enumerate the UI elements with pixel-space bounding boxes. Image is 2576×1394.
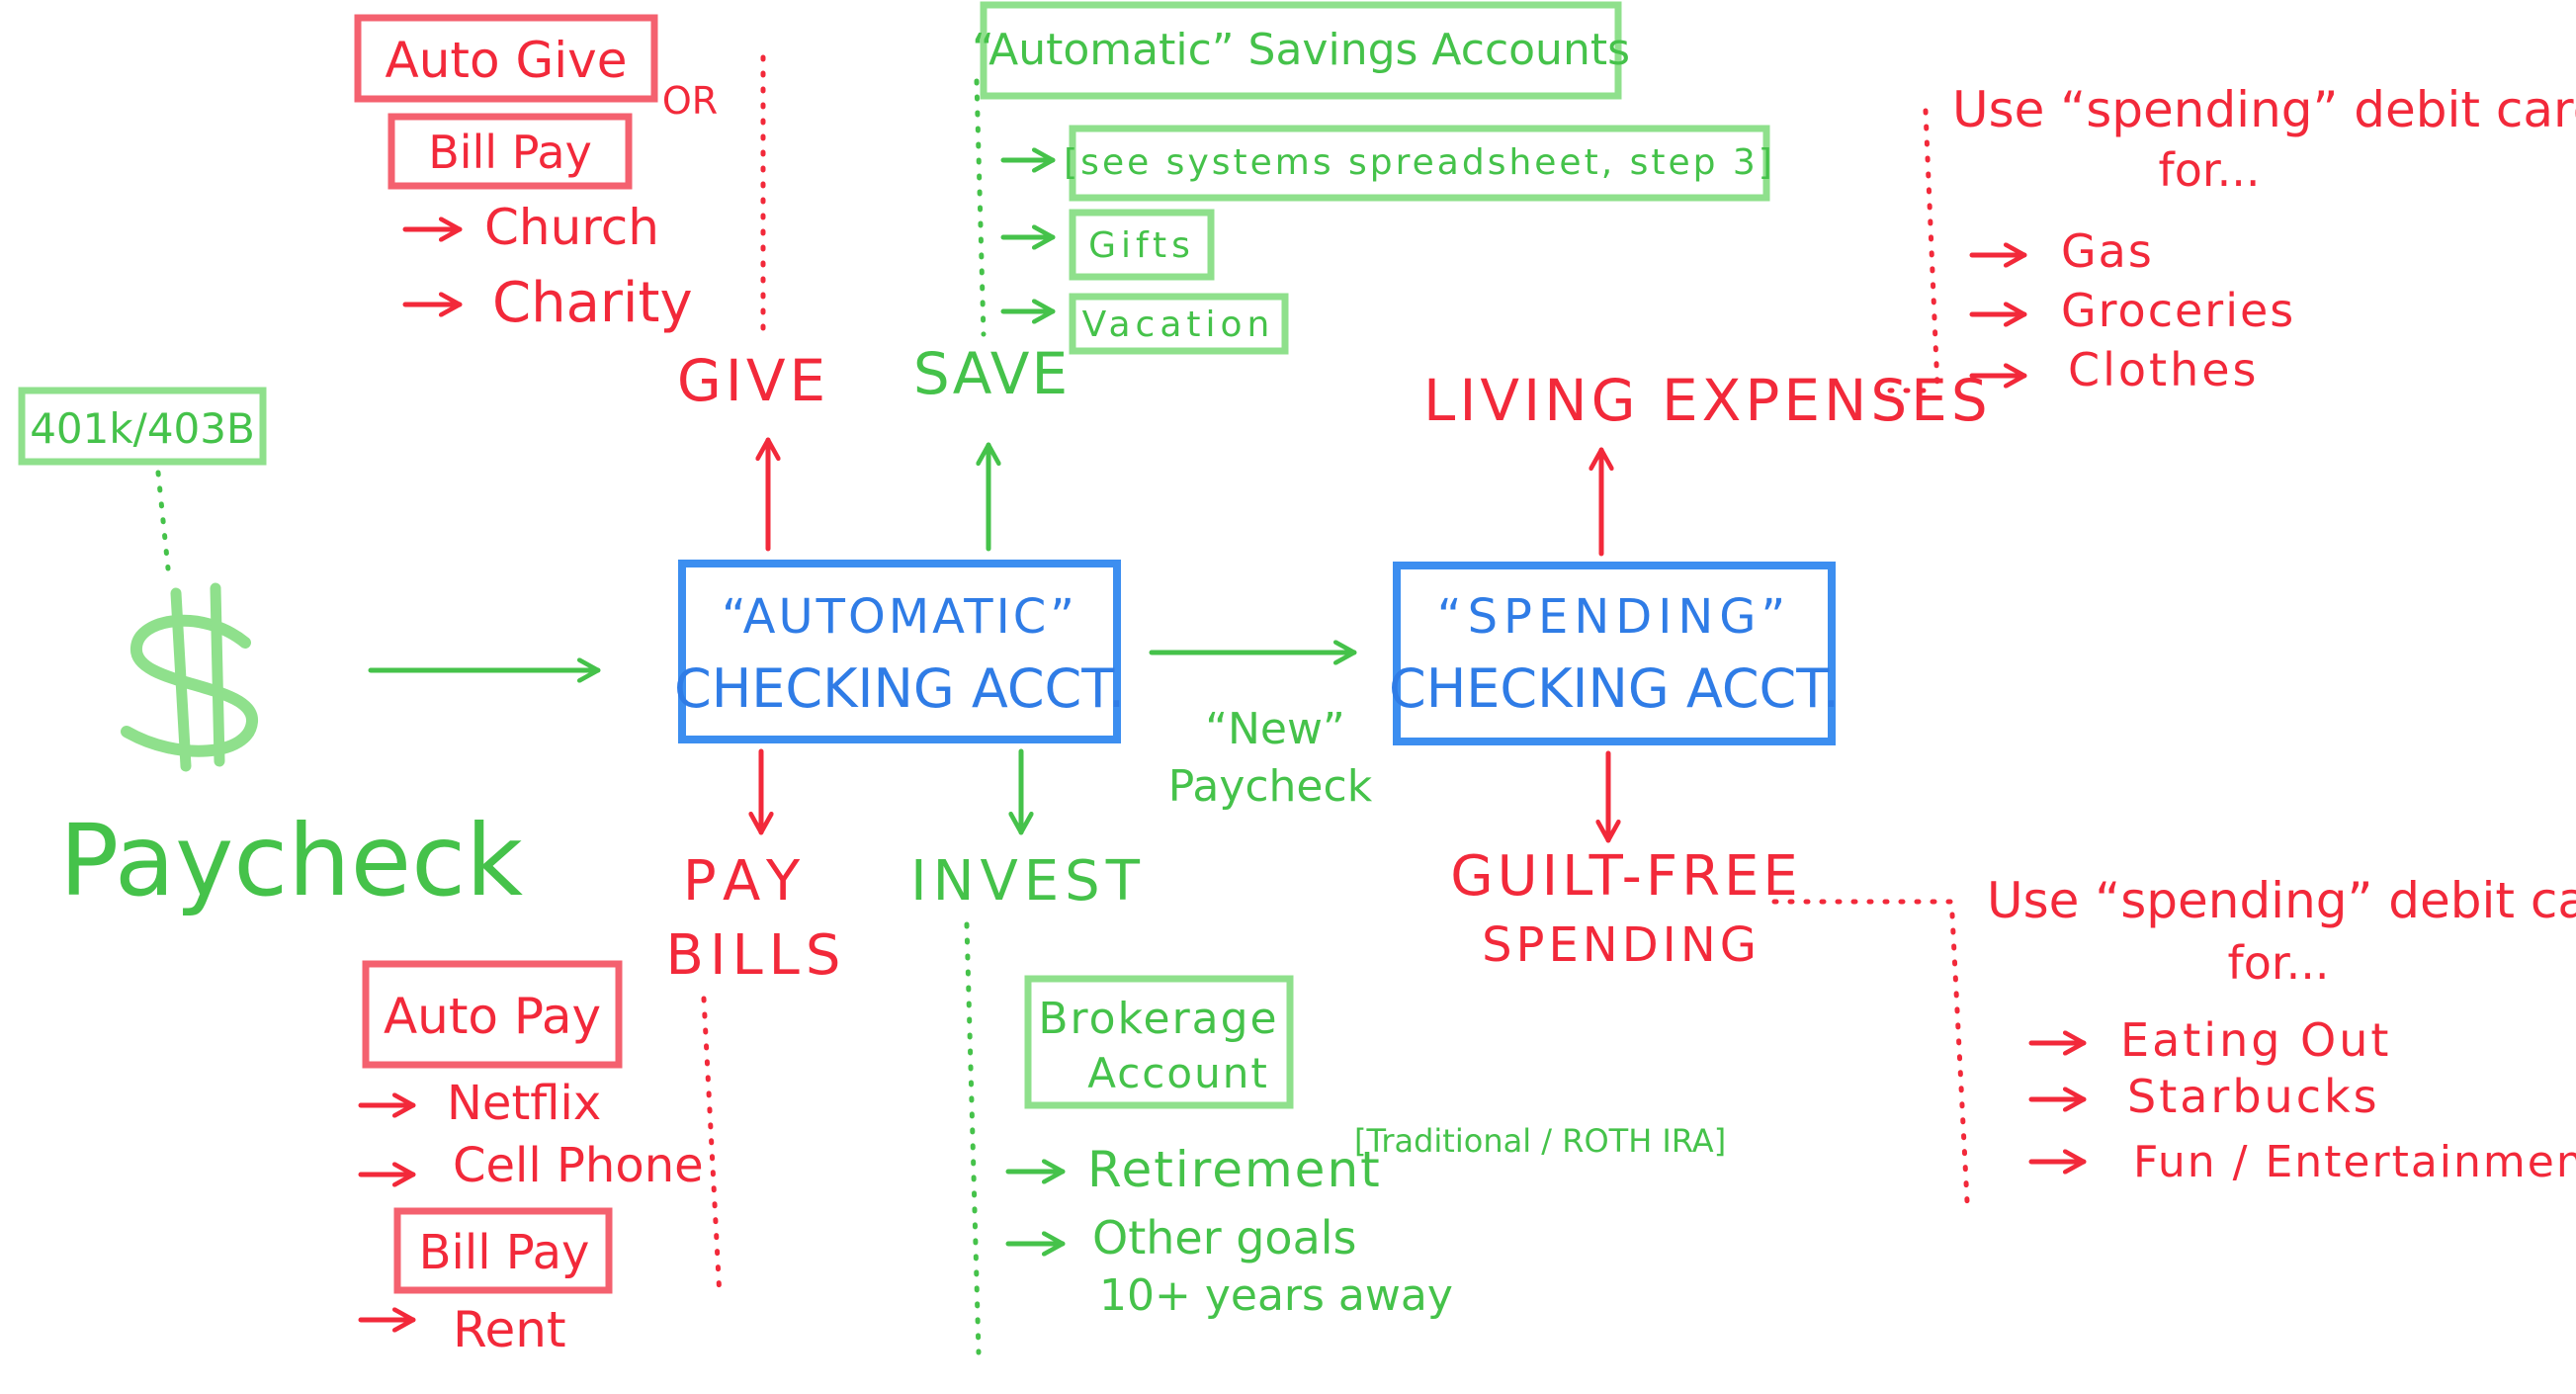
give-item-charity: Charity [492,271,693,335]
save-item-spreadsheet: [see systems spreadsheet, step 3] [1064,142,1775,183]
pay-bills-bill-pay-label: Bill Pay [419,1225,590,1280]
paycheck-group: 401k/403B Paycheck [18,387,601,918]
guilt-free-item-eating-out: Eating Out [2120,1013,2391,1067]
guilt-free-line1: GUILT-FREE [1450,844,1802,909]
save-branch: SAVE “Automatic” Savings Accounts [see s… [913,1,1775,552]
living-expenses-note-line2: for... [2159,143,2261,197]
spending-checking-subtitle: CHECKING ACCT. [1389,657,1840,720]
invest-item-other-line2: 10+ years away [1099,1270,1453,1321]
give-bill-pay-box [387,113,633,190]
retirement-401k-box [18,387,267,466]
auto-pay-item-cellphone: Cell Phone [453,1138,704,1193]
save-item-vacation: Vacation [1082,305,1275,345]
retirement-401k-label: 401k/403B [30,404,255,453]
retirement-connector [155,470,171,571]
living-expenses-label: LIVING EXPENSES [1423,367,1992,434]
new-paycheck-line2: Paycheck [1168,761,1373,812]
brokerage-account-box [1024,975,1294,1109]
auto-give-label: Auto Give [386,32,628,89]
automatic-checking-title: “AUTOMATIC” [722,589,1077,645]
savings-spreadsheet-box [1069,125,1770,202]
savings-accounts-header: “Automatic” Savings Accounts [972,25,1630,75]
living-item-clothes: Clothes [2068,343,2260,396]
guilt-free-connector-v [1949,912,1970,1204]
guilt-free-note-line1: Use “spending” debit card [1987,872,2576,929]
living-expenses-branch: LIVING EXPENSES Use “spending” debit car… [1423,81,2576,557]
living-expenses-note-line1: Use “spending” debit card [1952,81,2576,138]
give-item-church: Church [484,199,659,256]
bill-pay-item-rent: Rent [453,1301,566,1358]
save-item-gifts: Gifts [1088,225,1195,266]
give-or-label: OR [662,79,718,123]
give-label: GIVE [677,347,829,414]
auto-pay-label: Auto Pay [384,988,601,1045]
spending-checking-box [1393,562,1836,745]
living-expenses-connector-v [1923,108,1940,391]
automatic-checking-subtitle: CHECKING ACCT. [674,657,1125,720]
pay-bills-line1: PAY [683,849,810,914]
savings-accounts-box [980,1,1622,100]
spending-checking-account: “SPENDING” CHECKING ACCT. [1389,562,1840,745]
invest-item-retirement: Retirement [1087,1141,1382,1198]
vacation-box [1069,293,1289,355]
give-bill-pay-label: Bill Pay [428,126,592,179]
auto-pay-item-netflix: Netflix [447,1076,601,1131]
pay-bills-line2: BILLS [666,923,847,988]
new-paycheck-line1: “New” [1205,704,1345,754]
guilt-free-line2: SPENDING [1482,917,1760,973]
brokerage-line2: Account [1087,1049,1269,1097]
save-label: SAVE [913,340,1070,407]
pay-bills-connector [701,996,723,1300]
invest-connector [964,921,982,1355]
invest-retirement-note: [Traditional / ROTH IRA] [1354,1122,1726,1160]
guilt-free-branch: GUILT-FREE SPENDING Use “spending” debit… [1450,750,2576,1204]
auto-pay-box [362,960,623,1069]
living-item-gas: Gas [2061,224,2154,278]
dollar-sign-icon [121,582,258,772]
automatic-checking-box [678,560,1121,743]
invest-label: INVEST [910,849,1146,914]
invest-item-other-line1: Other goals [1092,1211,1357,1264]
gifts-box [1069,209,1215,281]
give-branch: GIVE Auto Give OR Bill Pay Church Charit… [354,14,829,552]
invest-branch: INVEST Brokerage Account Retirement [Tra… [910,748,1726,1355]
guilt-free-note-line2: for... [2228,936,2330,990]
living-item-groceries: Groceries [2061,284,2295,337]
automatic-checking-account: “AUTOMATIC” CHECKING ACCT. [674,560,1125,743]
pay-bills-bill-pay-box [393,1207,613,1294]
save-connector [974,78,987,337]
spending-checking-title: “SPENDING” [1437,589,1792,645]
paycheck-label: Paycheck [59,803,523,918]
guilt-free-item-entertainment: Fun / Entertainment [2133,1137,2576,1187]
auto-give-box [354,14,658,103]
pay-bills-branch: PAY BILLS Auto Pay Netflix Cell Phone Bi… [358,748,847,1358]
guilt-free-item-starbucks: Starbucks [2127,1070,2380,1123]
brokerage-line1: Brokerage [1038,994,1278,1044]
